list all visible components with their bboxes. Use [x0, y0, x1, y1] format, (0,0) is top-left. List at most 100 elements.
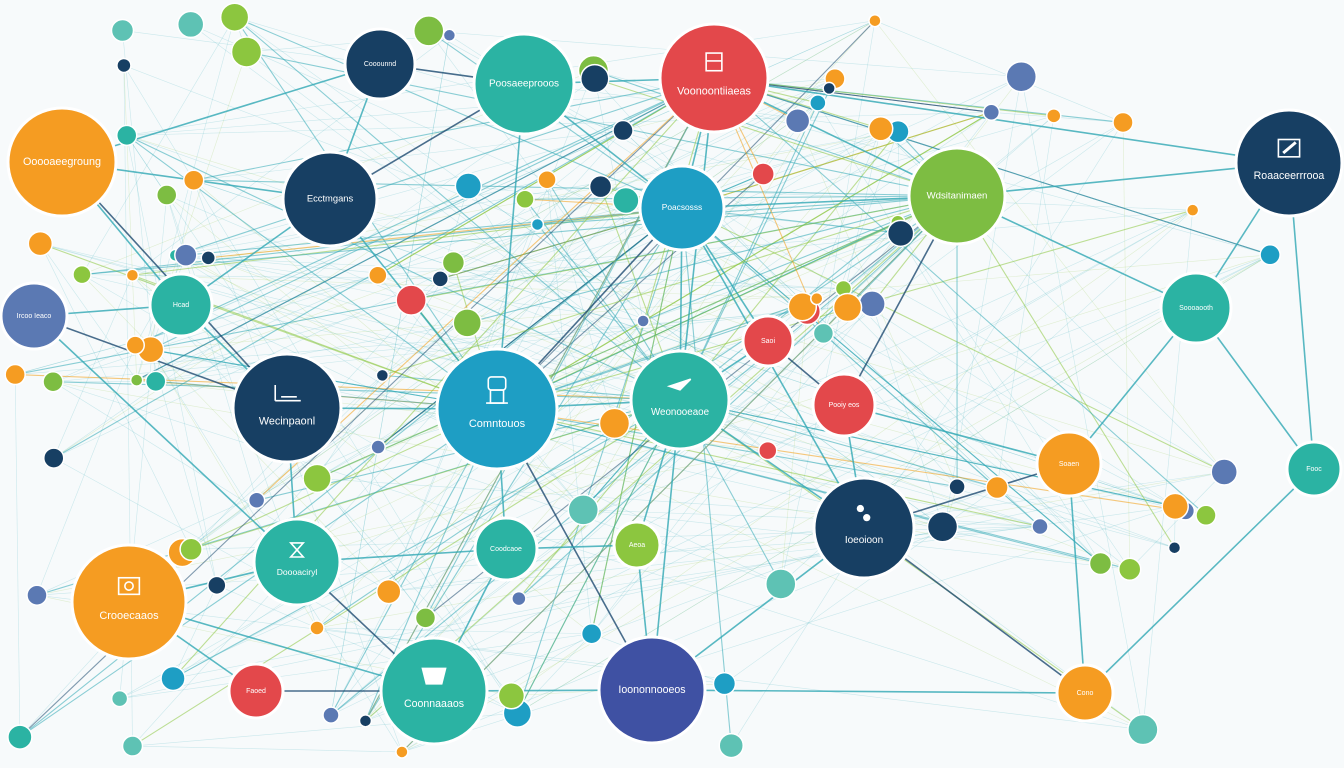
- mesh-line: [52, 274, 378, 383]
- mesh-line: [81, 17, 235, 275]
- node-circle[interactable]: [907, 146, 1007, 246]
- node-n08[interactable]: Roaaceerrrooa: [1234, 108, 1344, 218]
- fan-line: [377, 207, 683, 448]
- node-n25[interactable]: Ioononnooeos: [597, 635, 707, 745]
- mesh-line: [330, 35, 450, 716]
- node-n10[interactable]: Ircoo Ieaco: [0, 281, 69, 351]
- node-n26[interactable]: Faoed: [227, 662, 285, 720]
- node-circle[interactable]: [252, 517, 342, 607]
- small-dot: [43, 447, 65, 469]
- small-dot: [155, 184, 178, 206]
- node-circle[interactable]: [343, 27, 417, 101]
- node-circle[interactable]: [812, 476, 916, 580]
- mesh-line: [182, 78, 836, 553]
- mesh-line: [190, 200, 627, 550]
- node-label: Doooaciryl: [277, 567, 318, 577]
- node-n04[interactable]: Ooooaeegroung: [6, 106, 118, 218]
- small-dot: [1185, 203, 1200, 217]
- node-circle[interactable]: [1285, 440, 1343, 498]
- node-n16[interactable]: Soooaooth: [1159, 271, 1233, 345]
- node-circle[interactable]: [811, 372, 877, 438]
- node-n20[interactable]: Coodcaoe: [473, 516, 539, 582]
- node-n13[interactable]: Weonooeaoe: [629, 349, 731, 451]
- pen-icon: [1277, 138, 1301, 158]
- node-circle[interactable]: [70, 543, 188, 661]
- node-n17[interactable]: Soaen: [1035, 430, 1103, 498]
- mesh-line: [185, 254, 412, 301]
- small-dot: [395, 284, 427, 316]
- node-n21[interactable]: Aeoa: [612, 520, 662, 570]
- small-dot: [1167, 540, 1182, 555]
- fan-line: [681, 207, 1225, 473]
- node-n19[interactable]: Doooaciryl: [252, 517, 342, 607]
- node-circle[interactable]: [1055, 663, 1115, 723]
- small-dot: [42, 371, 64, 393]
- node-n09[interactable]: Hcad: [148, 272, 214, 338]
- mesh-line: [823, 333, 1130, 570]
- node-circle[interactable]: [473, 516, 539, 582]
- mesh-line: [330, 254, 1271, 716]
- hourglass-icon: [288, 542, 306, 558]
- node-n12[interactable]: Comntouos: [435, 347, 559, 471]
- mesh-line: [136, 200, 626, 381]
- node-n07[interactable]: Wdsitanimaen: [907, 146, 1007, 246]
- node-label: Voonoontiiaeas: [677, 85, 751, 97]
- edge-n17-n27: [1068, 463, 1086, 694]
- node-n18[interactable]: Fooc: [1285, 440, 1343, 498]
- mesh-line: [122, 30, 157, 382]
- node-n27[interactable]: Cono: [1055, 663, 1115, 723]
- node-n06[interactable]: Poacsosss: [638, 164, 726, 252]
- node-label: Aeoa: [629, 542, 645, 549]
- node-n03[interactable]: Voonoontiiaeas: [658, 22, 770, 134]
- node-n24[interactable]: Coonnaaaos: [379, 636, 489, 746]
- node-circle[interactable]: [227, 662, 285, 720]
- small-dot: [751, 162, 775, 186]
- small-dot: [787, 292, 818, 322]
- mesh-line: [807, 128, 882, 312]
- node-n15[interactable]: Pooiy eos: [811, 372, 877, 438]
- small-dot: [174, 243, 198, 267]
- node-circle[interactable]: [658, 22, 770, 134]
- node-circle[interactable]: [379, 636, 489, 746]
- mesh-line: [874, 20, 1124, 123]
- node-n01[interactable]: Cooounnd: [343, 27, 417, 101]
- small-dot: [452, 308, 483, 338]
- node-circle[interactable]: [6, 106, 118, 218]
- edge-n18-n27: [1084, 468, 1315, 694]
- node-circle[interactable]: [612, 520, 662, 570]
- node-circle[interactable]: [1035, 430, 1103, 498]
- fan-line: [185, 207, 683, 256]
- node-label: Faoed: [246, 688, 266, 695]
- node-circle[interactable]: [148, 272, 214, 338]
- mesh-line: [175, 131, 899, 256]
- node-n14[interactable]: Saoi: [741, 314, 795, 368]
- mesh-line: [642, 320, 958, 487]
- node-circle[interactable]: [1159, 271, 1233, 345]
- node-circle[interactable]: [0, 281, 69, 351]
- node-n22[interactable]: Ioeoioon: [812, 476, 916, 580]
- edge-n10-n19: [33, 315, 298, 563]
- edge-n06-n22: [681, 207, 865, 529]
- node-label: Wdsitanimaen: [927, 191, 988, 202]
- node-n05[interactable]: Ecctmgans: [281, 150, 379, 248]
- node-circle[interactable]: [472, 32, 576, 136]
- node-label: Comntouos: [469, 418, 526, 430]
- fan-line: [537, 195, 958, 226]
- node-n11[interactable]: Wecinpaonl: [231, 352, 343, 464]
- node-circle[interactable]: [435, 347, 559, 471]
- mesh-line: [155, 322, 468, 382]
- mesh-line: [40, 243, 1175, 549]
- node-circle[interactable]: [231, 352, 343, 464]
- mesh-line: [166, 194, 383, 376]
- node-circle[interactable]: [741, 314, 795, 368]
- fan-line: [496, 111, 992, 410]
- mesh-line: [40, 243, 1186, 512]
- node-circle[interactable]: [597, 635, 707, 745]
- node-n23[interactable]: Crooecaaos: [70, 543, 188, 661]
- node-circle[interactable]: [1234, 108, 1344, 218]
- node-circle[interactable]: [629, 349, 731, 451]
- mesh-line: [208, 257, 1041, 527]
- node-circle[interactable]: [638, 164, 726, 252]
- node-circle[interactable]: [281, 150, 379, 248]
- node-n02[interactable]: Poosaeeprooos: [472, 32, 576, 136]
